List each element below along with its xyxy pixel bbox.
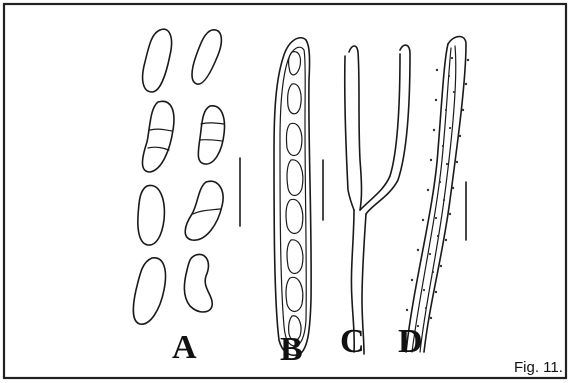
paraphysis-left-branch: [349, 46, 362, 210]
spore-8: [184, 254, 212, 312]
ascospore-1: [289, 52, 301, 75]
spore-4: [198, 106, 224, 164]
panel-c-paraphysis: [345, 45, 410, 354]
ascospore-5: [286, 199, 303, 233]
ascospore-7: [286, 277, 303, 311]
panel-b-ascus: [274, 38, 323, 355]
panel-label-b: B: [280, 331, 303, 368]
paraphysis-right-branch: [366, 45, 410, 214]
spore-3-septum-2: [148, 147, 169, 150]
panel-label-c: C: [340, 323, 365, 360]
ascospore-3: [286, 123, 301, 155]
panel-a-spores: [133, 29, 240, 324]
spore-6-septum: [193, 209, 220, 214]
spore-3: [142, 101, 173, 172]
spore-7: [133, 258, 165, 324]
spore-1: [143, 29, 172, 92]
ascospore-2: [288, 84, 302, 114]
spore-3-septum-1: [150, 129, 172, 131]
spore-5: [138, 185, 165, 245]
figure-caption: Fig. 11.: [514, 359, 563, 376]
panel-label-a: A: [172, 329, 197, 366]
panel-label-d: D: [398, 323, 423, 360]
spore-2: [192, 30, 221, 84]
ascospore-6: [287, 240, 303, 274]
hair-asperities: [402, 57, 469, 343]
paraphysis-left-branch-inner: [345, 56, 354, 210]
figure-frame: [4, 4, 566, 378]
ascospore-4: [287, 160, 303, 196]
spore-4-septum-2: [200, 140, 222, 141]
panel-d-hair: [402, 37, 469, 353]
spore-4-septum-1: [201, 123, 224, 124]
